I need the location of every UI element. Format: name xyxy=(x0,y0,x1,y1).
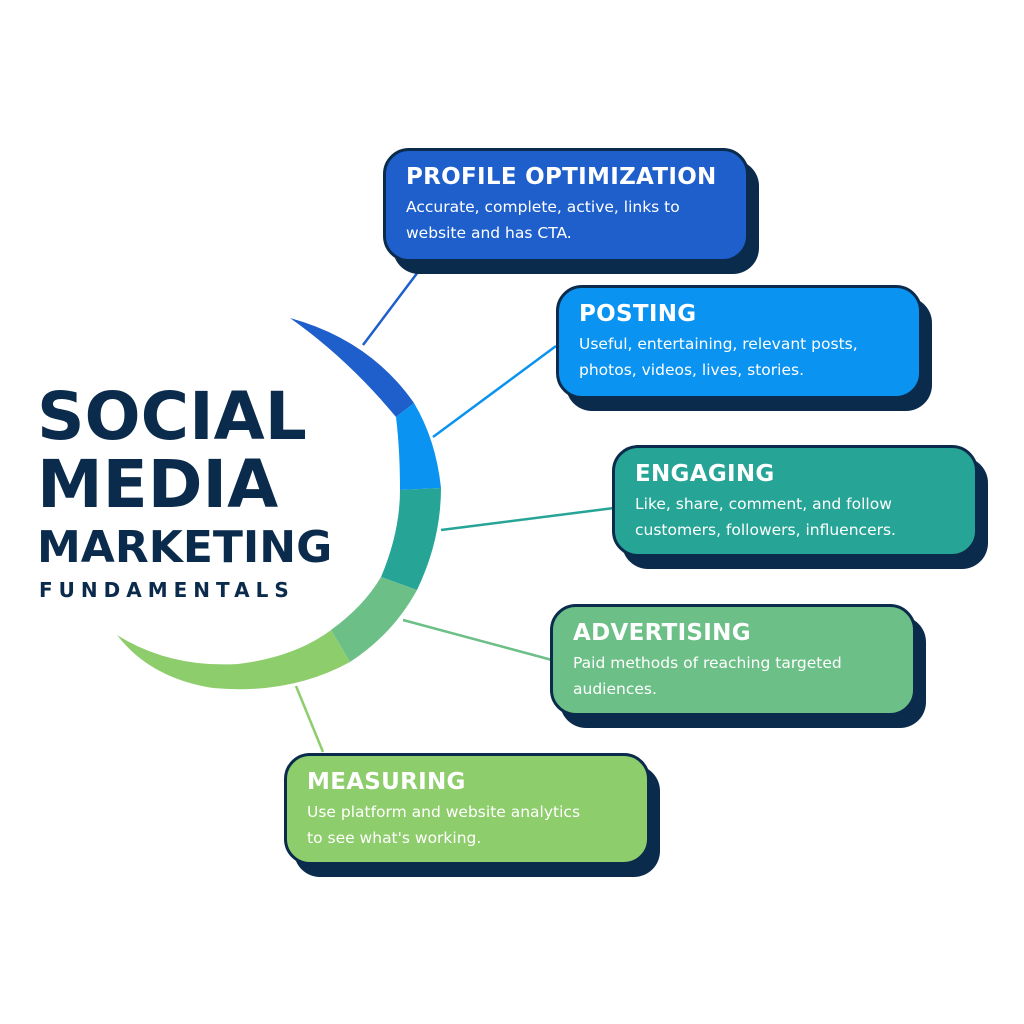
title-social: SOCIAL xyxy=(37,378,307,455)
connector-advertising xyxy=(402,618,553,662)
card-advertising: ADVERTISING Paid methods of reaching tar… xyxy=(550,604,926,728)
card-description-line: photos, videos, lives, stories. xyxy=(579,361,805,379)
card-description-line: Use platform and website analytics xyxy=(307,803,581,821)
card-description: Paid methods of reaching targeted audien… xyxy=(573,650,895,702)
card-title: POSTING xyxy=(579,301,697,327)
connector-profile xyxy=(362,267,422,346)
card-description-line: Like, share, comment, and follow xyxy=(635,495,892,513)
arc-segment-posting xyxy=(396,403,441,490)
card-measuring: MEASURING Use platform and website analy… xyxy=(284,753,660,877)
card-description-line: Paid methods of reaching targeted xyxy=(573,654,842,672)
card-profile-optimization: PROFILE OPTIMIZATION Accurate, complete,… xyxy=(383,148,759,274)
connector-posting xyxy=(432,344,557,439)
card-description: Accurate, complete, active, links to web… xyxy=(406,194,728,246)
connector-engaging xyxy=(440,506,615,532)
arc-segment-engaging xyxy=(381,488,441,590)
card-body: PROFILE OPTIMIZATION Accurate, complete,… xyxy=(383,148,749,262)
card-title: MEASURING xyxy=(307,769,466,795)
card-engaging: ENGAGING Like, share, comment, and follo… xyxy=(612,445,988,569)
title-marketing: MARKETING xyxy=(37,522,333,573)
card-body: ENGAGING Like, share, comment, and follo… xyxy=(612,445,978,557)
title-media: MEDIA xyxy=(37,446,279,523)
card-description-line: audiences. xyxy=(573,680,657,698)
connector-measuring xyxy=(294,685,325,753)
card-description: Like, share, comment, and follow custome… xyxy=(635,491,957,543)
card-body: MEASURING Use platform and website analy… xyxy=(284,753,650,865)
card-title: ENGAGING xyxy=(635,461,775,487)
card-description-line: Useful, entertaining, relevant posts, xyxy=(579,335,858,353)
arc-segment-measuring xyxy=(117,630,350,690)
card-description-line: Accurate, complete, active, links to xyxy=(406,198,680,216)
arc-segment-profile xyxy=(290,318,414,417)
card-posting: POSTING Useful, entertaining, relevant p… xyxy=(556,285,932,411)
card-description-line: website and has CTA. xyxy=(406,224,572,242)
card-description-line: to see what's working. xyxy=(307,829,482,847)
card-body: POSTING Useful, entertaining, relevant p… xyxy=(556,285,922,399)
card-title: ADVERTISING xyxy=(573,620,751,646)
title-fundamentals: FUNDAMENTALS xyxy=(39,578,295,602)
card-description-line: customers, followers, influencers. xyxy=(635,521,896,539)
card-title: PROFILE OPTIMIZATION xyxy=(406,164,717,190)
card-description: Useful, entertaining, relevant posts, ph… xyxy=(579,331,901,383)
card-body: ADVERTISING Paid methods of reaching tar… xyxy=(550,604,916,716)
card-description: Use platform and website analytics to se… xyxy=(307,799,629,851)
arc-segment-advertising xyxy=(331,577,417,662)
